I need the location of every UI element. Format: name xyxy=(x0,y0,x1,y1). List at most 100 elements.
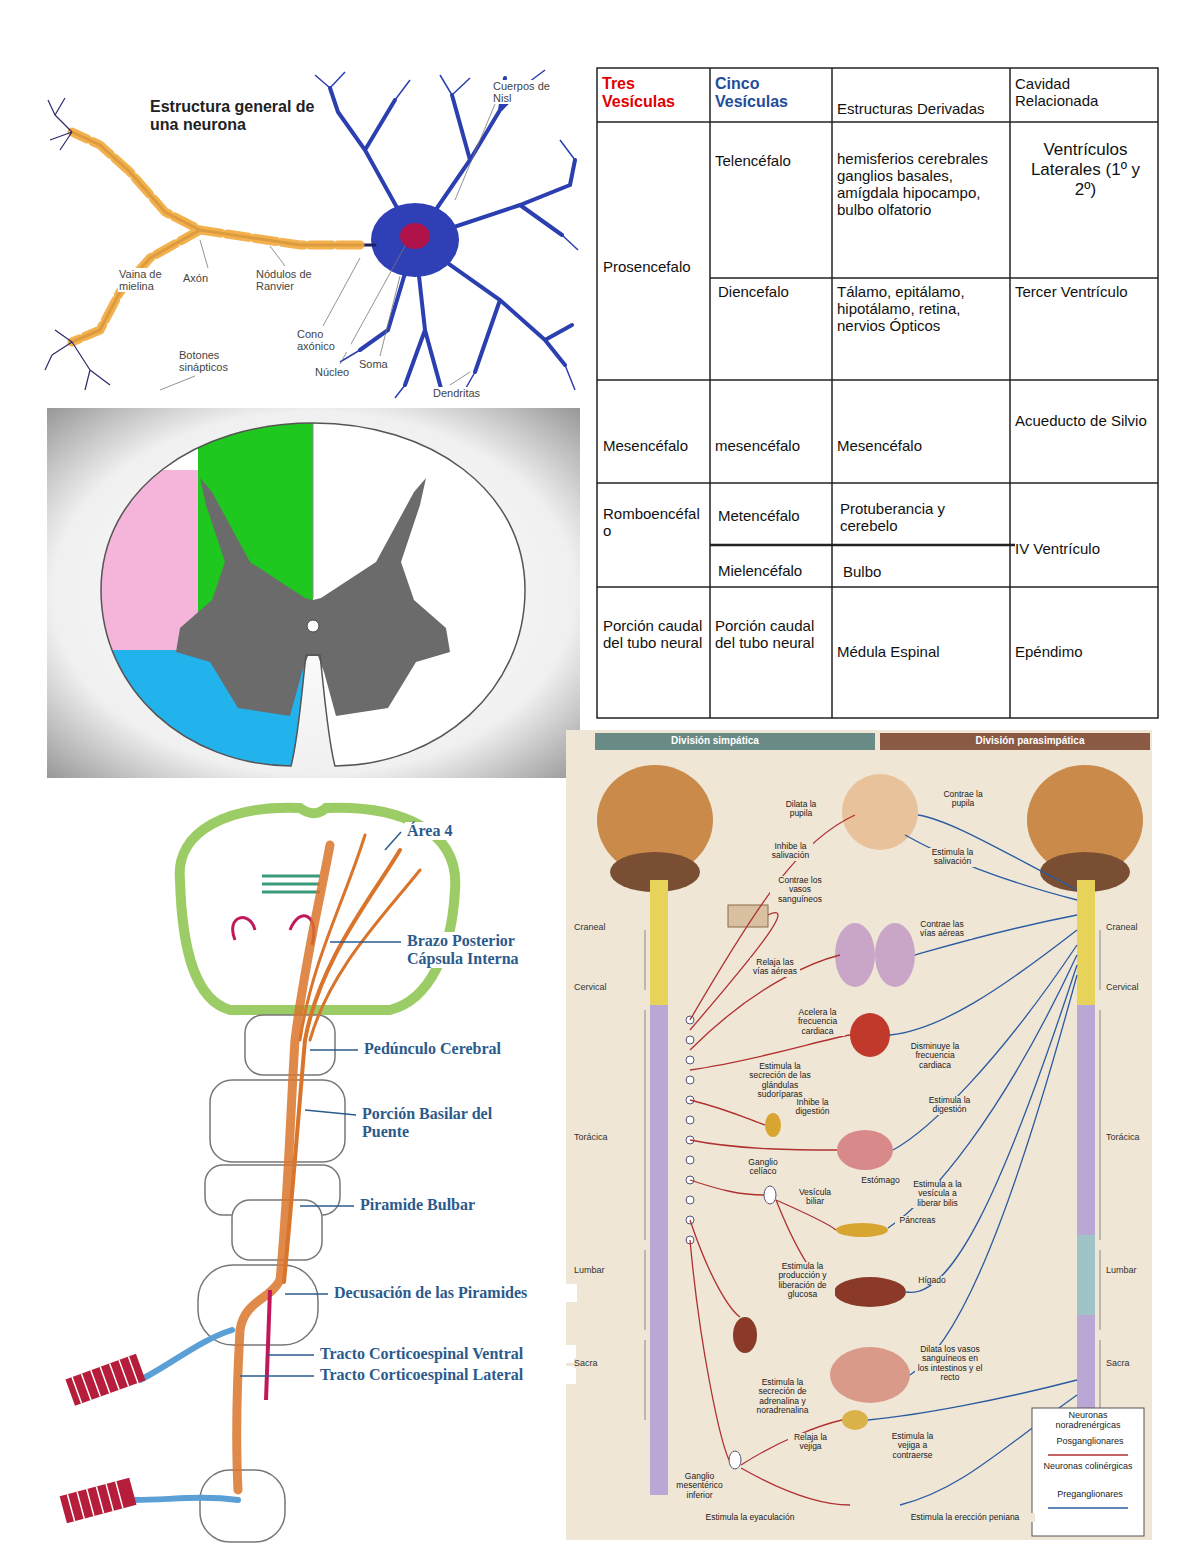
part-label: Cono axónico xyxy=(296,328,351,352)
drawing-rect xyxy=(60,1478,137,1524)
tract-label: Tracto Corticoespinal Ventral xyxy=(318,1345,576,1363)
drawing-line xyxy=(385,832,401,850)
drawing-path xyxy=(48,98,72,150)
drawing-ellipse xyxy=(836,1223,888,1237)
drawing-line xyxy=(1048,1507,1128,1509)
effect-label: Estimula la eyaculación xyxy=(690,1513,810,1522)
table-cell: Acueducto de Silvio xyxy=(1015,412,1155,429)
drawing-line xyxy=(200,240,208,268)
table-cell: Tercer Ventrículo xyxy=(1015,283,1155,300)
drawing-ellipse xyxy=(371,203,459,277)
drawing-line xyxy=(313,423,314,598)
spine-level-label: Lumbar xyxy=(574,1265,629,1275)
effect-label: Estimula la secreción de adrenalina y no… xyxy=(745,1378,820,1415)
spine-level-label: Torácica xyxy=(1106,1132,1150,1142)
legend-text: Posganglionares xyxy=(1040,1437,1140,1447)
part-label: Núcleo xyxy=(314,366,364,378)
drawing-path xyxy=(300,835,365,1040)
drawing-circle xyxy=(686,1156,694,1164)
effect-label: Estimula la digestión xyxy=(922,1096,977,1115)
drawing-g xyxy=(135,1330,238,1500)
tract-label: Tracto Corticoespinal Lateral xyxy=(318,1366,576,1384)
drawing-line xyxy=(597,121,1158,123)
panel-title: Estructura general de una neurona xyxy=(150,98,325,134)
drawing-path xyxy=(67,1481,123,1521)
drawing-path xyxy=(918,815,1077,890)
drawing-path xyxy=(690,1100,765,1125)
effect-label: Relaja la vejiga xyxy=(788,1433,833,1452)
autonomic-system xyxy=(566,730,1152,1540)
vesicle-table xyxy=(597,68,1158,718)
effect-label: Estimula la erección peniana xyxy=(895,1513,1035,1522)
drawing-line xyxy=(323,258,360,326)
legend-heading: Neuronas colinérgicas xyxy=(1036,1462,1140,1472)
spine-level-label: Cervical xyxy=(1106,982,1150,992)
effect-label: Estimula la producción y liberación de g… xyxy=(770,1262,835,1299)
effect-label: Dilata la pupila xyxy=(780,800,822,819)
drawing-circle xyxy=(686,1116,694,1124)
drawing-line xyxy=(597,379,1158,381)
effect-label: Estimula a la vesícula a liberar bilis xyxy=(905,1180,970,1208)
drawing-ellipse xyxy=(400,223,430,249)
table-cell: Porción caudal del tubo neural xyxy=(603,617,703,651)
drawing-g xyxy=(60,1478,137,1524)
drawing-line xyxy=(710,277,1158,279)
drawing-path xyxy=(315,70,578,398)
drawing-line xyxy=(270,246,285,266)
drawing-g xyxy=(72,132,375,342)
spine-level-label: Cervical xyxy=(574,982,629,992)
drawing-line xyxy=(597,482,1158,484)
effect-label: Ganglio mesentérico inferior xyxy=(672,1472,727,1500)
table-cell: IV Ventrículo xyxy=(1015,540,1155,557)
drawing-line xyxy=(310,1049,358,1051)
drawing-rect xyxy=(728,905,768,927)
drawing-path xyxy=(741,1420,842,1465)
spine-level-label: Craneal xyxy=(574,922,629,932)
drawing-rect xyxy=(47,408,580,778)
drawing-rect xyxy=(597,68,1158,718)
drawing-circle xyxy=(686,1076,694,1084)
effect-label: Relaja las vías aéreas xyxy=(750,958,800,977)
drawing-line xyxy=(262,891,320,894)
drawing-path xyxy=(140,1330,232,1380)
effect-label: Estómago xyxy=(858,1176,903,1185)
table-cell: Ventrículos Laterales (1º y 2º) xyxy=(1028,140,1143,200)
drawing-line xyxy=(262,875,320,878)
drawing-circle xyxy=(686,1036,694,1044)
spine-level-label: Torácica xyxy=(574,1132,629,1142)
part-label: Axón xyxy=(182,272,217,284)
part-label: Dendritas xyxy=(432,387,492,399)
table-cell: hemisferios cerebrales ganglios basales,… xyxy=(837,150,1007,218)
drawing-ellipse xyxy=(765,1113,781,1137)
drawing-line xyxy=(450,372,470,385)
drawing-rect xyxy=(880,733,1150,750)
table-cell: Mesencéfalo xyxy=(837,437,1007,454)
effect-label: Contrae las vías aéreas xyxy=(912,920,972,939)
effect-label: Contrae la pupila xyxy=(938,790,988,809)
effect-label: Inhibe la salivación xyxy=(768,842,813,861)
drawing-line xyxy=(380,276,400,356)
table-header: Estructuras Derivadas xyxy=(837,100,1007,117)
drawing-path xyxy=(741,1468,850,1505)
drawing-g xyxy=(690,815,855,1505)
drawing-rect xyxy=(200,1470,285,1542)
effect-label: Estimula la secreción de las glándulas s… xyxy=(745,1062,815,1099)
drawing-path xyxy=(1100,930,1101,1420)
drawing-path xyxy=(888,955,1077,1228)
table-cell: Epéndimo xyxy=(1015,643,1155,660)
table-cell: mesencéfalo xyxy=(715,437,830,454)
drawing-path xyxy=(101,423,525,766)
table-cell: Romboencéfalo xyxy=(603,505,703,539)
drawing-line xyxy=(455,104,495,200)
drawing-line xyxy=(305,1110,356,1115)
tract-label: Piramide Bulbar xyxy=(358,1196,538,1214)
drawing-path xyxy=(72,1357,138,1404)
table-cell: Médula Espinal xyxy=(837,643,1007,660)
drawing-g xyxy=(262,876,320,892)
spine-level-label: Sacra xyxy=(1106,1358,1150,1368)
table-cell: Diencefalo xyxy=(718,283,828,300)
drawing-g xyxy=(160,104,495,390)
drawing-ellipse xyxy=(733,1317,757,1353)
drawing-rect xyxy=(232,1200,322,1260)
drawing-rect xyxy=(650,880,668,1005)
